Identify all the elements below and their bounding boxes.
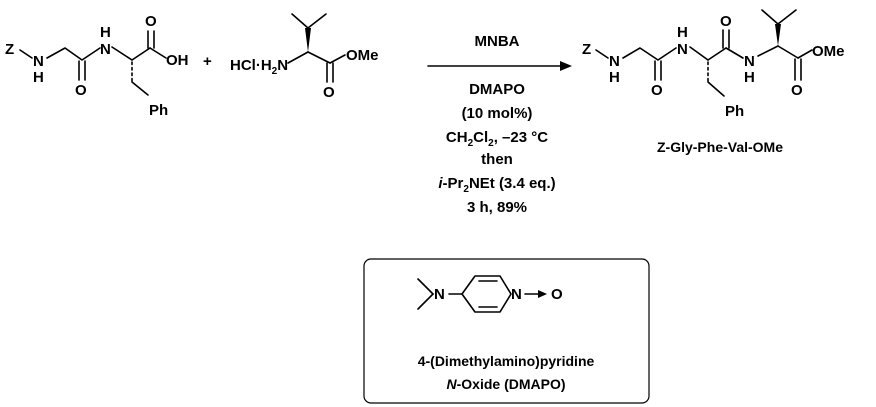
phenyl-label: Ph — [725, 103, 744, 120]
hydrogen-label: H — [744, 69, 755, 86]
catalyst-label: DMAPO — [469, 81, 525, 98]
hydroxyl-label: OH — [166, 52, 189, 69]
methoxy-label: OMe — [812, 43, 845, 60]
nitrogen-label: N — [100, 41, 111, 58]
phenyl-label: Ph — [149, 102, 168, 119]
carbonyl-oxygen-label: O — [791, 82, 803, 99]
carbonyl-oxygen-label: O — [75, 82, 87, 99]
hcl-amine-label: HCl·H2N — [230, 57, 288, 77]
carbonyl-oxygen-label: O — [145, 13, 157, 30]
ring-nitrogen-label: N — [511, 286, 522, 303]
z-label: Z — [5, 41, 14, 58]
catalyst-amount: (10 mol%) — [462, 105, 533, 122]
reagent-label: MNBA — [475, 33, 520, 50]
nitrogen-label: N — [677, 41, 688, 58]
dmapo-structure-box: N N O 4-(Dimethylamino)pyridine N-Oxide … — [363, 258, 650, 404]
base-label: i-Pr2NEt (3.4 eq.) — [438, 175, 555, 195]
amine-nitrogen-label: N — [434, 286, 445, 303]
nitrogen-label: N — [33, 53, 44, 70]
hydrogen-label: H — [33, 69, 44, 86]
dmapo-name-line2: N-Oxide (DMAPO) — [446, 376, 565, 392]
hydrogen-label: H — [100, 24, 111, 41]
carbonyl-oxygen-label: O — [651, 82, 663, 99]
plus-sign: + — [203, 53, 212, 70]
hydrogen-label: H — [677, 24, 688, 41]
product-z-gly-phe-val-ome: Z N H O N H O N H O OMe Ph Z-Gly-Phe-Val… — [582, 9, 845, 155]
reaction-conditions: MNBA DMAPO (10 mol%) CH2Cl2, –23 °C then… — [427, 33, 572, 216]
hydrogen-label: H — [609, 69, 620, 86]
solvent-temperature: CH2Cl2, –23 °C — [446, 129, 548, 149]
reactant-val-ome-hcl: HCl·H2N OMe O — [230, 13, 379, 101]
z-label: Z — [582, 41, 591, 58]
structure-box-border — [363, 258, 650, 404]
product-name: Z-Gly-Phe-Val-OMe — [657, 139, 783, 155]
nitrogen-label: N — [609, 53, 620, 70]
then-label: then — [481, 151, 513, 168]
nitrogen-label: N — [744, 53, 755, 70]
carbonyl-oxygen-label: O — [323, 84, 335, 101]
dmapo-name-line1: 4-(Dimethylamino)pyridine — [418, 353, 595, 369]
oxide-oxygen-label: O — [551, 286, 563, 303]
carbonyl-oxygen-label: O — [720, 13, 732, 30]
methoxy-label: OMe — [346, 47, 379, 64]
reactant-z-gly-phe-oh: Z N H O N H O OH Ph — [5, 13, 189, 119]
time-yield: 3 h, 89% — [467, 199, 527, 216]
